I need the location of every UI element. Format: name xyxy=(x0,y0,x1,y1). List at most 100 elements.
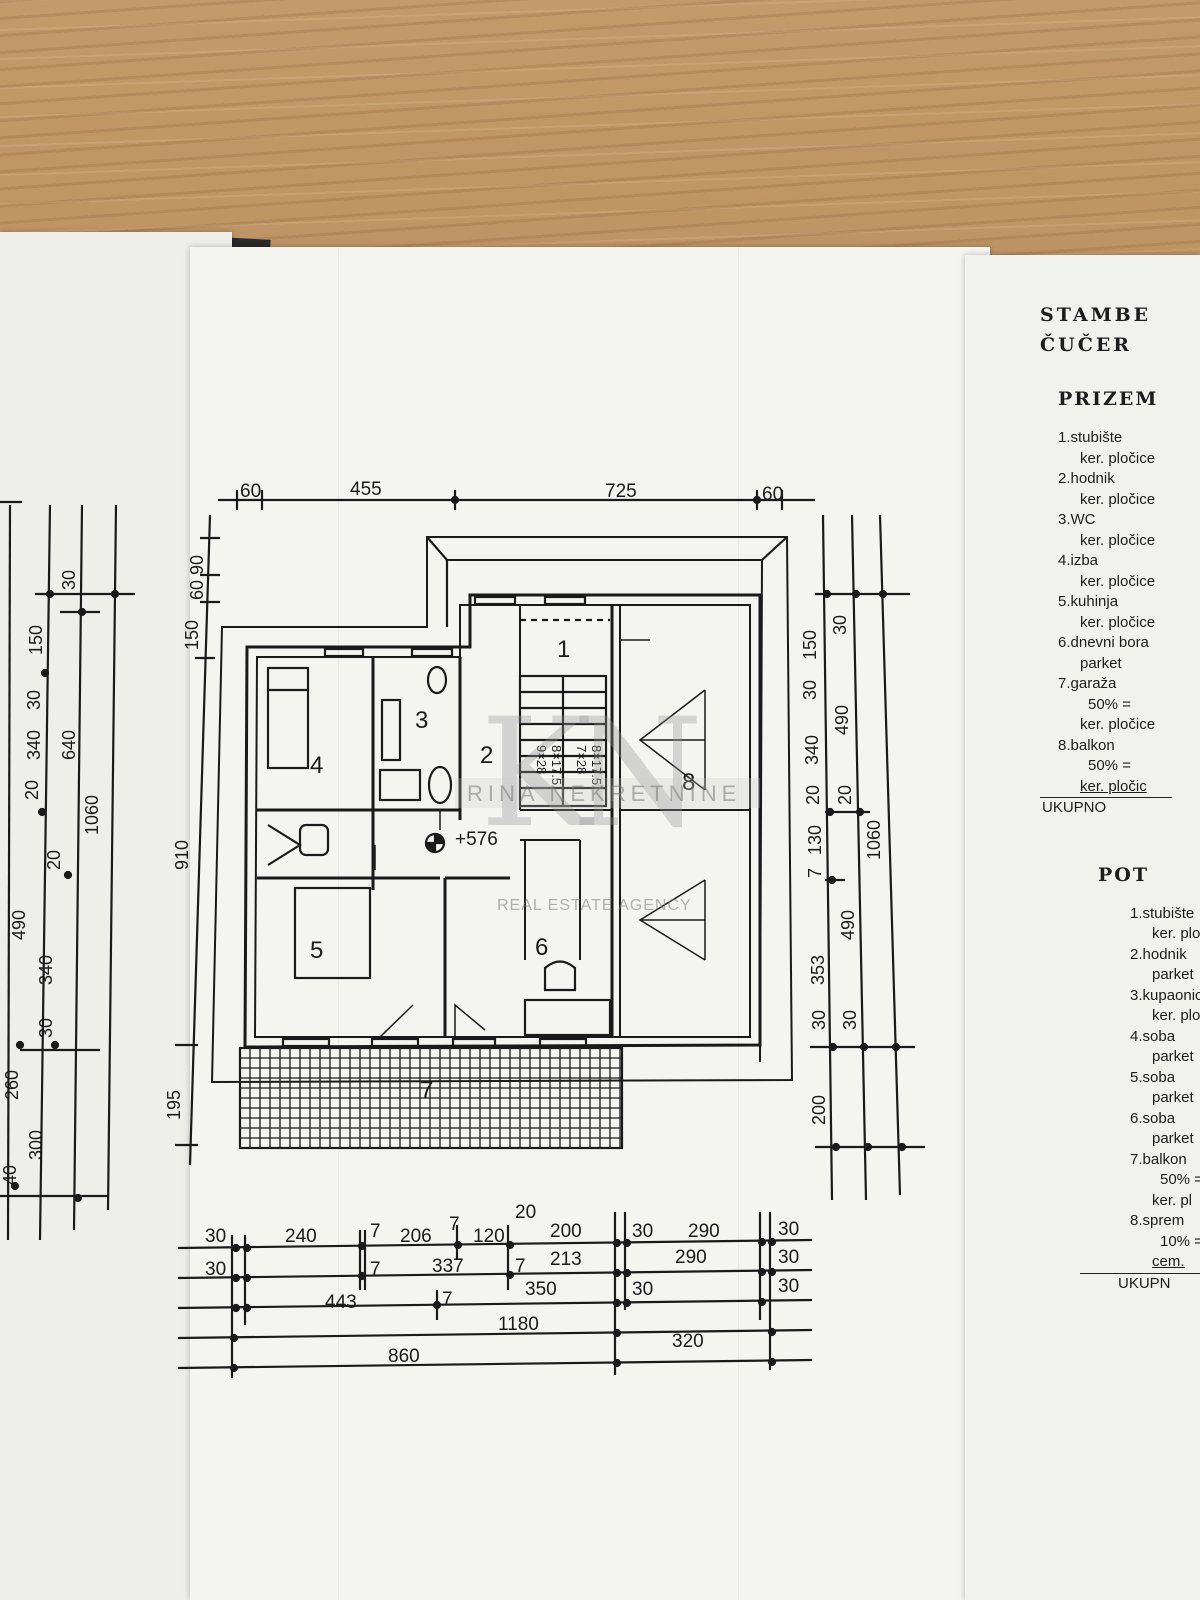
dim-right-150: 150 xyxy=(800,630,820,660)
top-dimension-line xyxy=(218,490,815,510)
dim-bottom-r2-30: 30 xyxy=(205,1259,226,1280)
dim-bottom-r2-30: 30 xyxy=(778,1247,799,1268)
dim-far-left-640: 640 xyxy=(59,730,79,760)
dim-left-60: 60 xyxy=(187,580,207,600)
stair-label-3: 7×28 xyxy=(574,745,589,774)
dim-bottom-r2-7b: 7 xyxy=(515,1256,526,1277)
dim-far-left-150: 150 xyxy=(26,625,46,655)
building-outline xyxy=(210,536,794,1084)
dim-right-200: 200 xyxy=(809,1095,829,1125)
room-label-1: 1 xyxy=(557,636,570,663)
dim-bottom-r3-7: 7 xyxy=(442,1289,453,1310)
dim-right-20: 20 xyxy=(803,785,823,805)
legend-item-finish: parket xyxy=(1152,1089,1194,1106)
dim-bottom-r3-30b: 30 xyxy=(778,1276,799,1297)
main-plan-sheet xyxy=(190,247,990,1600)
room-label-6: 6 xyxy=(535,934,548,961)
dim-right-130: 130 xyxy=(805,825,825,855)
legend-item-name: 5.soba xyxy=(1130,1068,1176,1086)
dim-right-340: 340 xyxy=(802,735,822,765)
left-dimension-line xyxy=(175,514,220,1166)
dim-far-left-30c: 30 xyxy=(36,1018,56,1038)
stair-label-4: 8×17.5 xyxy=(589,745,604,785)
watermark-tagline: REAL ESTATE AGENCY xyxy=(497,897,692,914)
dim-bottom-r1-200: 200 xyxy=(550,1221,582,1242)
dim-right-7: 7 xyxy=(805,868,825,878)
dim-left-910: 910 xyxy=(172,840,192,870)
dim-far-left-30a: 30 xyxy=(59,570,79,590)
stair-label-2: 8×17.5 xyxy=(549,745,564,785)
dim-bottom-r2-213: 213 xyxy=(550,1249,582,1270)
legend-item-finish: ker. pločice xyxy=(1080,572,1156,590)
legend-item-finish: ker. pločic xyxy=(1080,777,1147,795)
dim-far-left-20b: 20 xyxy=(44,850,64,870)
watermark-band xyxy=(455,778,760,808)
dim-bottom-r4-1180: 1180 xyxy=(498,1314,539,1335)
legend-section-heading: PRIZEM xyxy=(1058,388,1159,410)
legend-item-name: 3.kupaonic xyxy=(1130,986,1200,1004)
dim-bottom-r1-20: 20 xyxy=(515,1202,536,1223)
legend-item-finish: ker. pločice xyxy=(1080,613,1156,631)
dim-far-left-300: 300 xyxy=(26,1130,46,1160)
room-label-3: 3 xyxy=(415,707,428,734)
legend-item-name: 2.hodnik xyxy=(1058,470,1115,487)
legend-item-percentage: 10% = xyxy=(1160,1232,1200,1250)
level-marker-icon xyxy=(424,832,446,854)
dim-far-left-1060: 1060 xyxy=(82,795,102,835)
dim-bottom-r1-30b: 30 xyxy=(632,1221,653,1242)
right-dimension-lines xyxy=(810,514,925,1201)
dim-top-60-left: 60 xyxy=(240,481,261,502)
dim-right-353: 353 xyxy=(808,955,828,985)
dim-far-left-340b: 340 xyxy=(36,955,56,985)
legend-section-heading: POT xyxy=(1098,863,1149,886)
legend-item-name: 6.dnevni bora xyxy=(1058,634,1149,651)
dim-top-60-right: 60 xyxy=(762,484,783,505)
room-label-8: 8 xyxy=(682,769,695,796)
dim-bottom-r1-240: 240 xyxy=(285,1226,317,1247)
legend-item-name: 5.kuhinja xyxy=(1058,593,1119,610)
legend-item-finish: parket xyxy=(1152,1130,1194,1147)
dim-bottom-r2-337: 337 xyxy=(432,1256,464,1277)
legend-item-name: 7.balkon xyxy=(1130,1150,1187,1168)
legend-total: UKUPNO xyxy=(1040,797,1172,819)
legend-item-finish: parket xyxy=(1152,1048,1194,1065)
agency-watermark: KN RINA NEKRETNINE REAL ESTATE AGENCY xyxy=(455,687,760,914)
dim-right-outer-20: 20 xyxy=(835,785,855,805)
dim-bottom-r1-30c: 30 xyxy=(778,1219,799,1240)
legend-item-name: 8.sprem xyxy=(1130,1212,1185,1229)
balcony-hatch xyxy=(238,1046,624,1150)
room-label-4: 4 xyxy=(310,752,323,779)
dim-bottom-r1-206: 206 xyxy=(400,1226,432,1247)
dim-right-outer-490a: 490 xyxy=(832,705,852,735)
legend-item-finish: parket xyxy=(1152,966,1194,983)
bottom-dimension-lines xyxy=(177,1212,813,1378)
dim-bottom-r3-350: 350 xyxy=(525,1279,557,1300)
dim-bottom-r2-290: 290 xyxy=(675,1247,707,1268)
legend-item-percentage: 50% = xyxy=(1160,1171,1200,1188)
dim-far-left-260: 260 xyxy=(2,1070,22,1100)
dim-bottom-r3-30a: 30 xyxy=(632,1279,653,1300)
dim-bottom-r5-320: 320 xyxy=(672,1331,704,1352)
legend-title-line-2: ČUČER xyxy=(1040,334,1133,356)
room-label-7: 7 xyxy=(420,1077,433,1104)
dim-right-outer-30a: 30 xyxy=(830,615,850,635)
dim-bottom-r5-860: 860 xyxy=(388,1346,420,1367)
room-label-2: 2 xyxy=(480,742,493,769)
dim-far-left-340a: 340 xyxy=(24,730,44,760)
watermark-name: RINA NEKRETNINE xyxy=(467,781,741,806)
legend-item-percentage: 50% = xyxy=(1088,695,1131,713)
dim-right-30b: 30 xyxy=(809,1010,829,1030)
dim-right-outer-490b: 490 xyxy=(838,910,858,940)
dim-right-30a: 30 xyxy=(800,680,820,700)
dim-bottom-r3-443: 443 xyxy=(325,1292,357,1313)
legend-item-name: 1.stubište xyxy=(1058,429,1123,446)
dim-bottom-r1-30: 30 xyxy=(205,1226,226,1247)
legend-item-finish: ker. ploč xyxy=(1152,925,1200,942)
dim-far-left-20a: 20 xyxy=(22,780,42,800)
legend-item-finish: ker. pl xyxy=(1152,1191,1193,1209)
legend-item-name: 4.soba xyxy=(1130,1027,1176,1045)
legend-item-percentage: 50% = xyxy=(1088,757,1131,774)
paper-fold-line xyxy=(738,247,740,1600)
staircase xyxy=(518,618,610,808)
